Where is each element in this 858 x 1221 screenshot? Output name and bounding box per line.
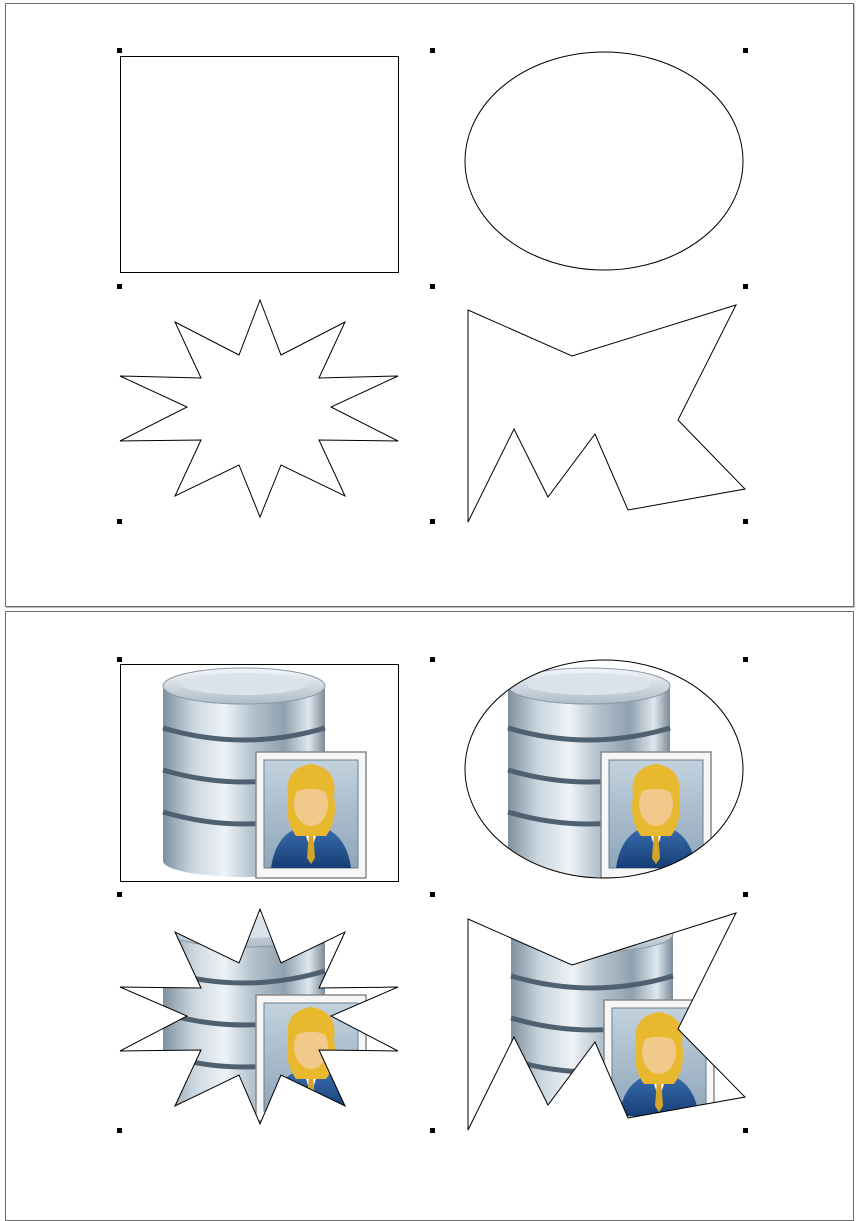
image-filled-freeform-polygon[interactable] xyxy=(467,912,747,1131)
grid-handle[interactable] xyxy=(430,48,435,53)
grid-handle[interactable] xyxy=(430,657,435,662)
grid-handle[interactable] xyxy=(430,1128,435,1133)
grid-handle[interactable] xyxy=(743,519,748,524)
rectangle-shape[interactable] xyxy=(120,56,399,273)
grid-handle[interactable] xyxy=(117,1128,122,1133)
ellipse-shape[interactable] xyxy=(464,51,744,271)
grid-handle[interactable] xyxy=(117,519,122,524)
image-filled-star[interactable] xyxy=(119,907,399,1126)
grid-handle[interactable] xyxy=(743,657,748,662)
grid-handle[interactable] xyxy=(117,284,122,289)
star-shape[interactable] xyxy=(119,298,399,519)
document-page-2 xyxy=(5,611,854,1221)
grid-handle[interactable] xyxy=(430,519,435,524)
image-filled-rectangle[interactable] xyxy=(120,664,399,882)
grid-handle[interactable] xyxy=(430,892,435,897)
grid-handle[interactable] xyxy=(117,48,122,53)
grid-handle[interactable] xyxy=(743,1128,748,1133)
grid-handle[interactable] xyxy=(743,284,748,289)
image-filled-ellipse[interactable] xyxy=(464,659,744,879)
grid-handle[interactable] xyxy=(430,284,435,289)
grid-handle[interactable] xyxy=(743,48,748,53)
grid-handle[interactable] xyxy=(117,892,122,897)
grid-handle[interactable] xyxy=(743,892,748,897)
grid-handle[interactable] xyxy=(117,657,122,662)
freeform-polygon-shape[interactable] xyxy=(467,304,747,523)
